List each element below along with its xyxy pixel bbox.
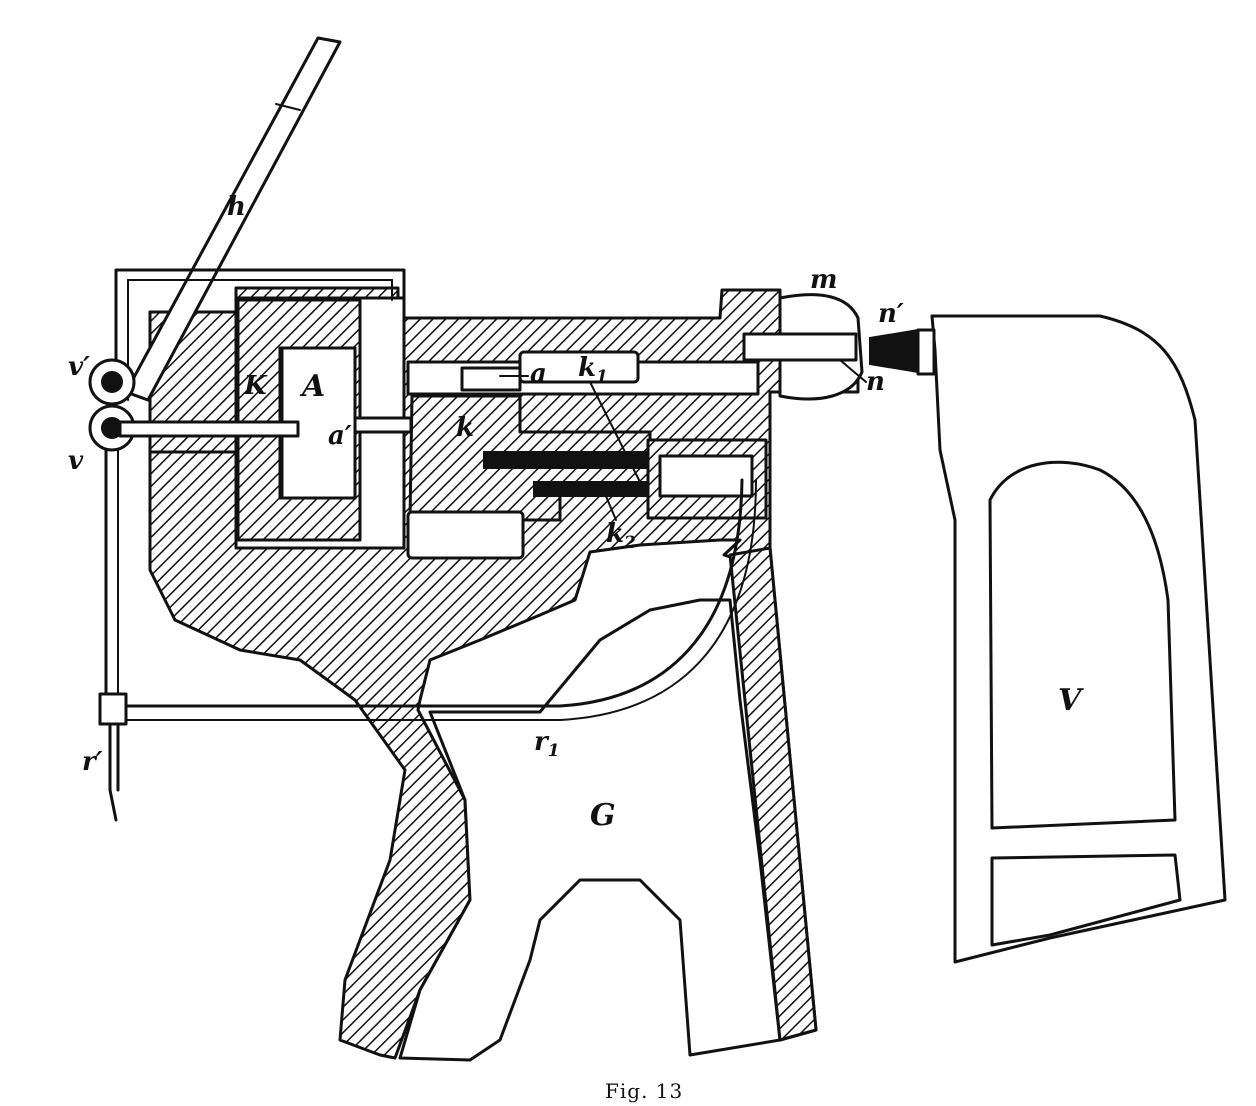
label-G: G <box>590 798 616 833</box>
label-a: a <box>530 359 547 389</box>
label-n-prime: n′ <box>878 299 904 329</box>
trigger-handle-h <box>124 36 342 402</box>
label-v-prime: v′ <box>68 352 90 382</box>
label-K: K <box>243 371 268 401</box>
rod-upper <box>483 451 675 469</box>
label-r-prime: r′ <box>82 747 103 777</box>
label-h: h <box>227 192 246 222</box>
inlet-tee <box>98 692 128 726</box>
label-r1-sub: 1 <box>548 741 560 761</box>
grip-hollow <box>398 598 782 1062</box>
grip-back-strap <box>728 546 818 1042</box>
label-a-prime: a′ <box>328 421 352 451</box>
piston-rod-a-prime <box>353 416 413 434</box>
holder-V <box>930 314 1227 964</box>
rod-sleeve-bore <box>658 454 754 498</box>
holder-V-opening <box>988 460 1177 830</box>
label-k1-main: k <box>578 353 596 383</box>
label-v: v <box>68 446 84 476</box>
valve-stem <box>118 420 300 438</box>
label-A: A <box>299 369 325 404</box>
leader-k2 <box>599 481 617 521</box>
label-k2: k2 <box>606 519 636 553</box>
rivet-set-n-prime <box>869 328 919 374</box>
label-r1-main: r <box>534 727 550 757</box>
label-r1: r1 <box>534 727 560 761</box>
label-k1: k1 <box>578 353 608 387</box>
holder-V-lower-opening <box>990 853 1182 947</box>
label-V: V <box>1058 683 1084 718</box>
leader-n <box>839 359 867 383</box>
inlet-r-prime <box>108 722 120 822</box>
label-k2-sub: 2 <box>623 533 636 553</box>
leader-k1 <box>589 381 649 499</box>
port-a <box>460 366 522 392</box>
air-pipe-r1-inner <box>109 479 757 721</box>
port-k1 <box>518 350 640 384</box>
air-pipe-top <box>114 268 406 402</box>
label-n: n <box>866 367 885 397</box>
label-k: k <box>456 413 474 443</box>
label-m: m <box>810 265 838 295</box>
figure-caption: Fig. 13 <box>605 1079 683 1103</box>
air-pipe-r1 <box>108 478 744 708</box>
lower-port <box>406 510 525 560</box>
holder-V-anvil <box>916 328 936 376</box>
air-pipe-top-inner <box>127 279 393 401</box>
valve-v-prime-core <box>101 371 123 393</box>
nozzle-bore-n <box>742 332 858 362</box>
handle-ring <box>275 103 301 111</box>
label-k2-main: k <box>606 519 624 549</box>
label-k1-sub: 1 <box>596 367 608 387</box>
